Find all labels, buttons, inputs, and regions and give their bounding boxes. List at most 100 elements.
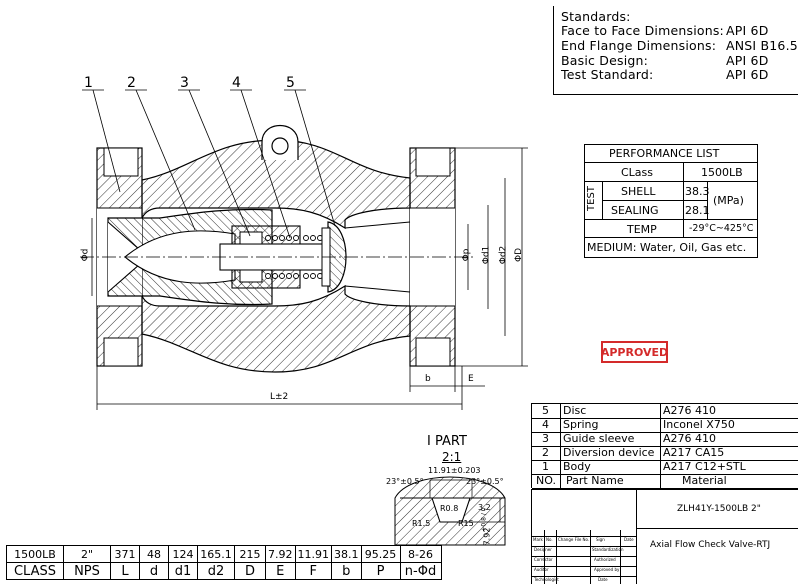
part-no-4: 4 [542,418,549,431]
dim-key: D [234,562,266,580]
test-label: TEST [585,186,597,211]
dim-value: 8-26 [399,545,442,563]
detail-title: I PART [427,434,467,449]
part-material-4: Inconel X750 [663,418,735,431]
dim-value: 371 [110,545,140,563]
part-material-1: A217 C12+STL [663,460,746,473]
dim-E: E [468,374,474,384]
part-no-3: 3 [542,432,549,445]
detail-angle-right: 23°±0.5° [466,477,504,486]
dim-L: L±2 [270,392,289,402]
dim-value: 95.25 [360,545,401,563]
parts-header-name: Part Name [566,474,624,487]
performance-list: PERFORMANCE LIST CLass 1500LB TEST SHELL… [584,144,758,258]
tb-col-date: Date [624,537,634,542]
dim-key: b [331,562,362,580]
detail-angle-left: 23°±0.5° [386,477,424,486]
dim-d1: Φd1 [481,245,492,265]
dim-value: 38.1 [331,545,362,563]
tb-col-no: No. [546,537,553,542]
tb-role-technologist: Technologist [534,577,559,582]
balloon-5: 5 [286,75,295,91]
dim-key: d1 [168,562,198,580]
part-no-1: 1 [542,460,549,473]
tb-col-change: Change File No. [558,537,590,542]
title-block: ZLH41Y-1500LB 2" Axial Flow Check Valve-… [531,489,798,584]
detail-depth-tol: +0.8 / 0 [480,507,488,532]
dim-key: CLASS [6,562,64,580]
dim-b: b [425,374,431,384]
detail-scale: 2:1 [442,450,462,464]
dim-value: 2" [63,545,111,563]
dim-key: n-Φd [399,562,442,580]
performance-title: PERFORMANCE LIST [609,147,720,160]
part-name-4: Spring [563,418,599,431]
parts-header-material: Material [682,474,727,487]
tb-col-sign: Sign [596,537,605,542]
standard-value-3: API 6D [726,53,769,68]
dim-key: d [139,562,169,580]
shell-value: 38.3 [685,185,710,198]
detail-r08: R0.8 [440,504,459,513]
balloon-leaders [82,89,336,239]
tb-col-mark: Mark [533,537,543,542]
tb-approval-authorized: Authorized [594,557,616,562]
parts-list: 5 Disc A276 410 4 Spring Inconel X750 3 … [531,403,798,489]
standard-label-3: Basic Design: [561,53,649,68]
standards-title: Standards: [561,9,631,24]
tb-role-auditor: Auditor [534,567,549,572]
dim-value: 11.91 [294,545,332,563]
dim-key: L [110,562,140,580]
valve-body [141,125,411,373]
standards-block: Standards: Face to Face Dimensions: API … [553,6,798,95]
detail-r15-right: R15 [458,519,474,528]
dim-key: F [294,562,332,580]
class-label: CLass [621,166,654,179]
dim-key: P [360,562,401,580]
part-name-3: Guide sleeve [563,432,635,445]
dim-value: 1500LB [6,545,64,563]
parts-header-no: NO. [536,474,556,487]
tb-role-corrector: Corrector [534,557,553,562]
dimension-lines [91,147,528,410]
standard-value-1: API 6D [726,23,769,38]
sealing-value: 28.1 [685,204,710,217]
part-name-1: Body [563,460,591,473]
detail-ring-groove [394,476,506,546]
dimension-table: 1500LB 2" 371 48 124 165.1 215 7.92 11.9… [6,545,442,580]
dim-d2: Φd2 [498,245,509,265]
detail-dim32: 3.2 [478,503,491,512]
dim-value: 7.92 [265,545,296,563]
standard-value-4: API 6D [726,67,769,82]
part-name-2: Diversion device [563,446,655,459]
dim-d: Φd [80,248,91,262]
part-material-5: A276 410 [663,404,717,417]
dim-D: ΦD [514,247,525,263]
temp-value: -29°C~425°C [689,223,754,234]
detail-width: 11.91±0.203 [428,466,481,475]
shell-label: SHELL [621,185,656,198]
dim-value: 124 [168,545,198,563]
part-no-2: 2 [542,446,549,459]
standard-label-2: End Flange Dimensions: [561,38,717,53]
balloon-4: 4 [232,75,241,91]
dim-key: d2 [197,562,235,580]
class-value: 1500LB [701,166,743,179]
sealing-label: SEALING [611,204,659,217]
dim-value: 48 [139,545,169,563]
drawing-name: Axial Flow Check Valve-RTJ [650,540,771,550]
dim-value: 165.1 [197,545,235,563]
spring [265,235,323,279]
pressure-unit: (MPa) [713,194,744,207]
standard-label-1: Face to Face Dimensions: [561,23,724,38]
standard-value-2: ANSI B16.5 [726,38,798,53]
model-number: ZLH41Y-1500LB 2" [677,504,761,514]
dim-value: 215 [234,545,266,563]
balloon-3: 3 [180,75,189,91]
balloon-2: 2 [127,75,136,91]
temp-label: TEMP [627,223,657,236]
tb-approval-approved: Approved by [594,567,620,572]
standard-label-4: Test Standard: [561,67,654,82]
part-material-3: A276 410 [663,432,717,445]
